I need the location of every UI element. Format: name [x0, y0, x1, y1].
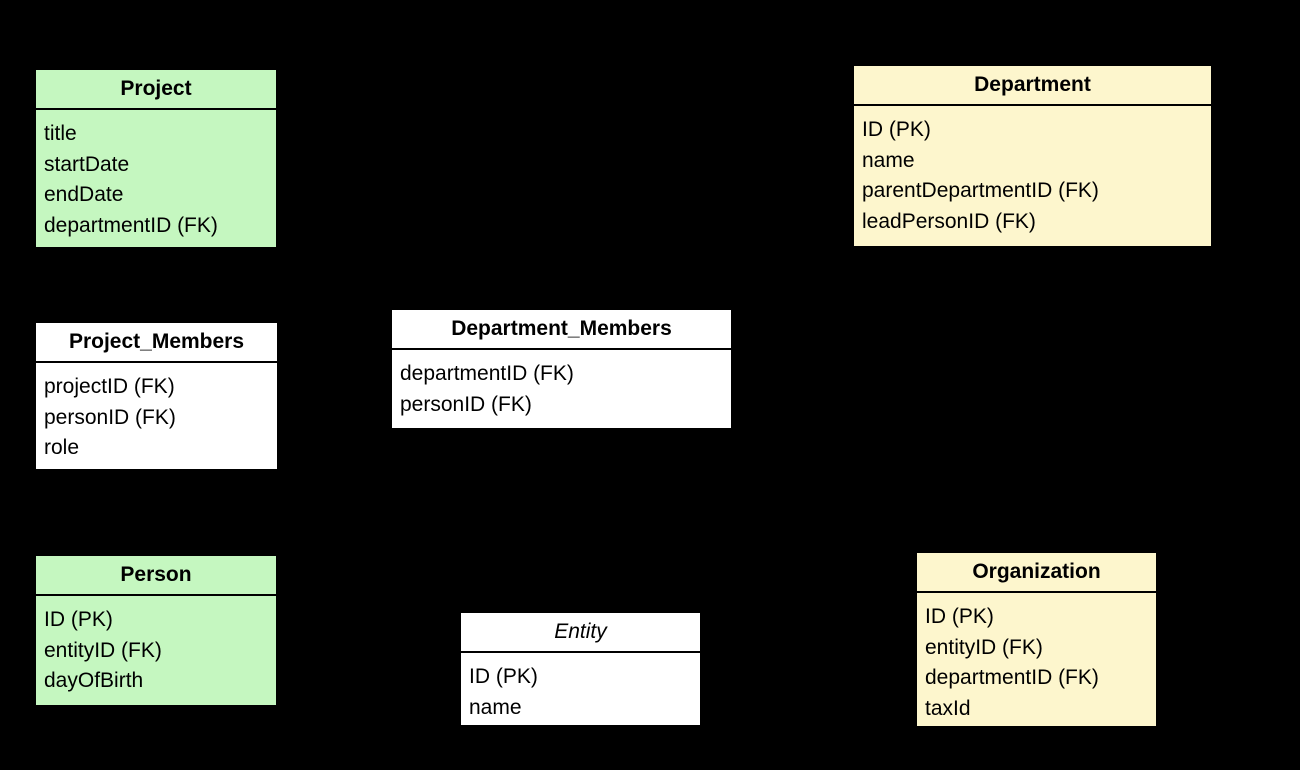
attribute-row: personID (FK) — [400, 392, 532, 416]
entity-title-project: Project — [36, 70, 276, 110]
entity-table-department[interactable]: Department ID (PK) name parentDepartment… — [852, 64, 1213, 248]
attribute-row: endDate — [44, 183, 124, 206]
entity-table-person[interactable]: Person ID (PK) entityID (FK) dayOfBirth — [34, 554, 278, 707]
entity-table-department-members[interactable]: Department_Members departmentID (FK) per… — [390, 308, 733, 430]
attribute-row: name — [862, 148, 915, 172]
entity-title-department-members: Department_Members — [392, 310, 731, 350]
entity-table-organization[interactable]: Organization ID (PK) entityID (FK) depar… — [915, 551, 1158, 728]
entity-table-project-members[interactable]: Project_Members projectID (FK) personID … — [34, 321, 279, 471]
entity-title-department: Department — [854, 66, 1211, 106]
attribute-row: taxId — [925, 696, 971, 720]
entity-attributes-person: ID (PK) entityID (FK) dayOfBirth — [36, 596, 276, 705]
attribute-row: personID (FK) — [44, 405, 176, 429]
entity-title-person: Person — [36, 556, 276, 596]
entity-attributes-project: title startDate endDate departmentID (FK… — [36, 110, 276, 249]
attribute-row: parentDepartmentID (FK) — [862, 179, 1099, 202]
attribute-row: projectID (FK) — [44, 375, 175, 398]
attribute-row: title — [44, 122, 77, 145]
attribute-row: entityID (FK) — [44, 638, 162, 662]
attribute-row: ID (PK) — [44, 608, 113, 631]
entity-attributes-department-members: departmentID (FK) personID (FK) — [392, 350, 731, 428]
entity-title-entity: Entity — [461, 613, 700, 653]
entity-attributes-project-members: projectID (FK) personID (FK) role — [36, 363, 277, 472]
attribute-row: role — [44, 436, 80, 459]
attribute-row: ID (PK) — [925, 605, 994, 628]
attribute-row: name — [469, 695, 522, 719]
entity-table-entity[interactable]: Entity ID (PK) name — [459, 611, 702, 727]
attribute-row: startDate — [44, 152, 130, 176]
entity-attributes-entity: ID (PK) name — [461, 653, 700, 731]
entity-attributes-department: ID (PK) name parentDepartmentID (FK) lea… — [854, 106, 1211, 246]
entity-table-project[interactable]: Project title startDate endDate departme… — [34, 68, 278, 249]
attribute-row: entityID (FK) — [925, 635, 1043, 659]
attribute-row: departmentID (FK) — [44, 213, 218, 237]
entity-title-project-members: Project_Members — [36, 323, 277, 363]
entity-attributes-organization: ID (PK) entityID (FK) departmentID (FK) … — [917, 593, 1156, 732]
attribute-row: departmentID (FK) — [925, 666, 1099, 689]
attribute-row: dayOfBirth — [44, 669, 144, 692]
attribute-row: ID (PK) — [862, 118, 931, 141]
attribute-row: ID (PK) — [469, 665, 538, 688]
entity-title-organization: Organization — [917, 553, 1156, 593]
attribute-row: leadPersonID (FK) — [862, 209, 1036, 233]
attribute-row: departmentID (FK) — [400, 362, 574, 385]
